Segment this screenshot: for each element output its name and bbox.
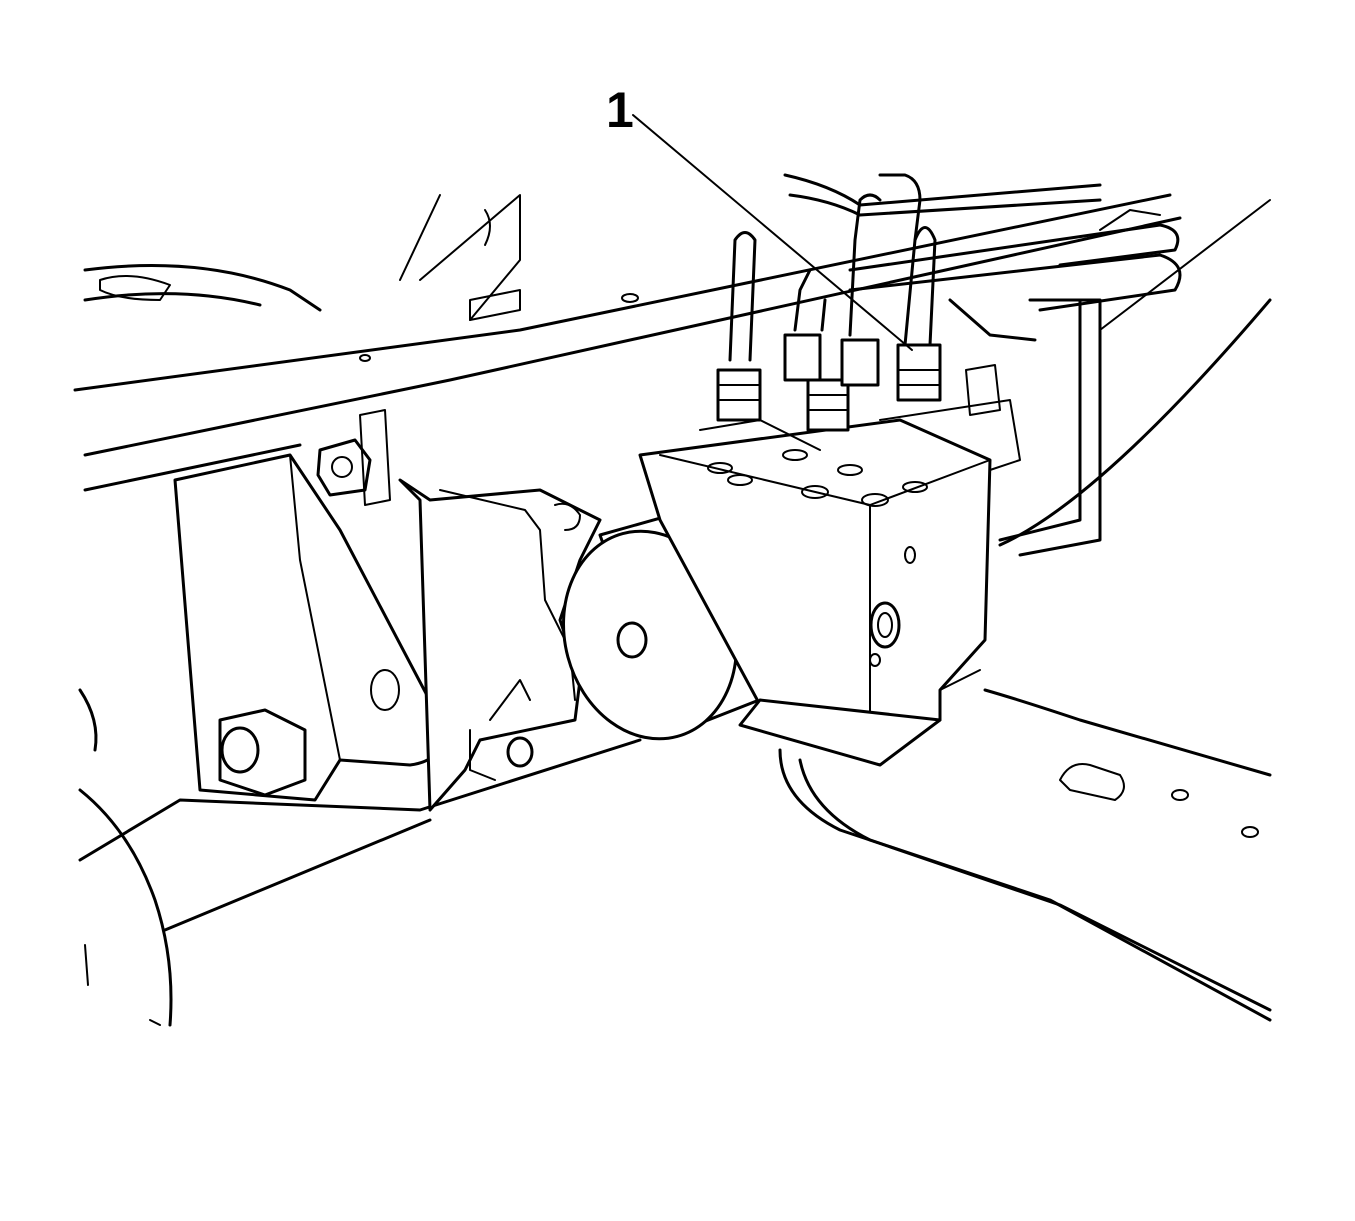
modulator-block [638, 399, 1021, 767]
brake-lines [728, 173, 1182, 557]
callout-leader-1 [632, 114, 913, 351]
callout-number-1: 1 [606, 82, 634, 138]
callout-1: 1 [606, 82, 913, 351]
mounting-bracket [173, 409, 444, 802]
brake-line-fittings [716, 333, 1001, 432]
modulator-bracket [398, 478, 602, 812]
frame-rail-upper [73, 193, 1182, 492]
frame-rail-right [778, 199, 1272, 1022]
frame-rail-lower [78, 688, 642, 1027]
